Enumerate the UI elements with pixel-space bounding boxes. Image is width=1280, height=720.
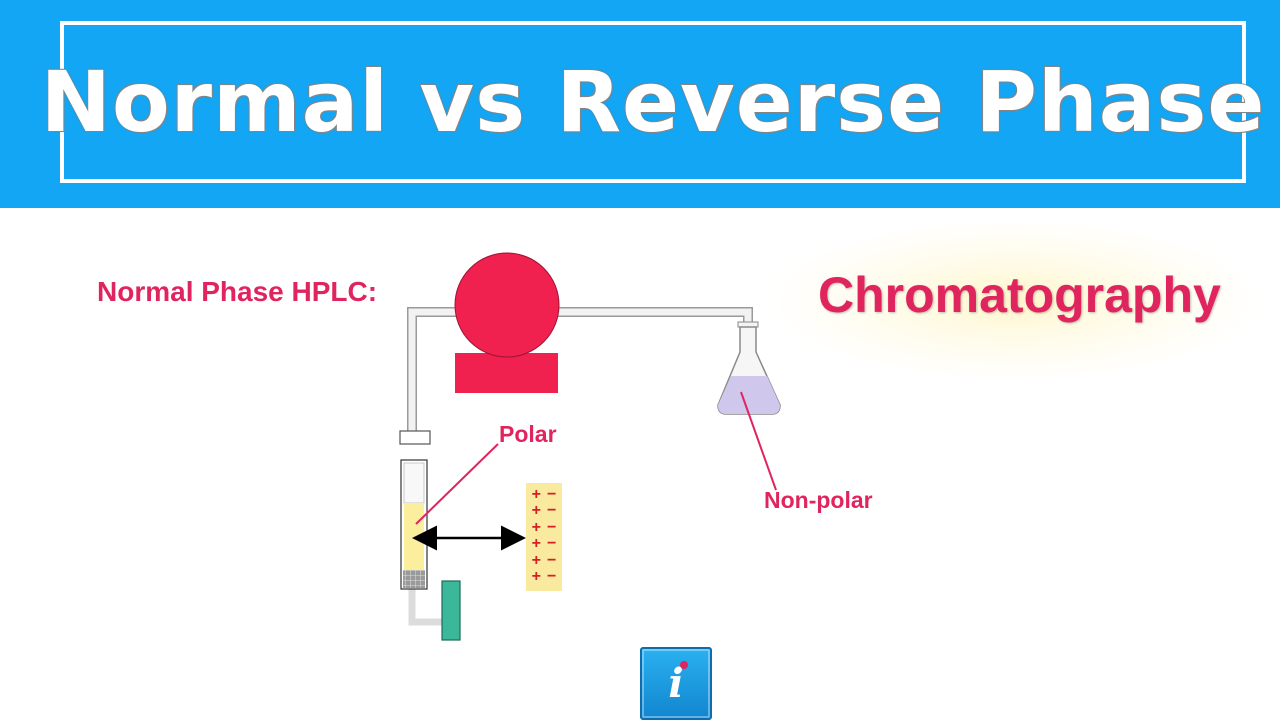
non-polar-pointer — [740, 391, 777, 491]
page-title: Normal vs Reverse Phase — [40, 53, 1266, 151]
tubing-to-column — [407, 307, 460, 432]
charge-row: +− — [526, 567, 562, 585]
detector — [441, 580, 461, 641]
minus-charge: − — [547, 567, 557, 585]
solvent-flask — [717, 321, 781, 415]
minus-charge: − — [547, 535, 557, 553]
charge-box — [526, 483, 562, 591]
tubing-to-detector — [408, 588, 442, 626]
plus-charge: + — [531, 518, 541, 536]
pump-base — [455, 353, 558, 393]
minus-charge: − — [547, 551, 557, 569]
minus-charge: − — [547, 502, 557, 520]
polar-label: Polar — [499, 421, 557, 447]
normal-phase-label: Normal Phase HPLC: — [97, 276, 378, 307]
hplc-column — [400, 459, 428, 590]
plus-charge: + — [531, 567, 541, 585]
charge-list: +−+−+−+−+−+− — [526, 486, 562, 585]
info-icon-dot — [680, 661, 688, 669]
charge-row: +− — [526, 551, 562, 569]
minus-charge: − — [547, 486, 557, 503]
plus-charge: + — [531, 551, 541, 569]
minus-charge: − — [547, 518, 557, 536]
charge-row: +− — [526, 486, 562, 503]
plus-charge: + — [531, 502, 541, 520]
title-banner: Normal vs Reverse Phase — [0, 0, 1280, 208]
column-connector — [399, 430, 431, 445]
chromatography-label: Chromatography — [818, 267, 1221, 323]
info-button[interactable]: i — [640, 647, 712, 720]
info-icon: i — [668, 660, 684, 707]
polar-pointer — [415, 443, 499, 525]
tubing-to-flask — [555, 307, 753, 334]
non-polar-label: Non-polar — [764, 487, 873, 513]
plus-charge: + — [531, 535, 541, 553]
chromatography-glow — [770, 220, 1260, 380]
charge-row: +− — [526, 503, 562, 519]
plus-charge: + — [531, 486, 541, 503]
pump-head — [454, 252, 560, 358]
banner-frame: Normal vs Reverse Phase — [41, 21, 1264, 183]
charge-row: +− — [526, 535, 562, 553]
charge-row: +− — [526, 518, 562, 536]
